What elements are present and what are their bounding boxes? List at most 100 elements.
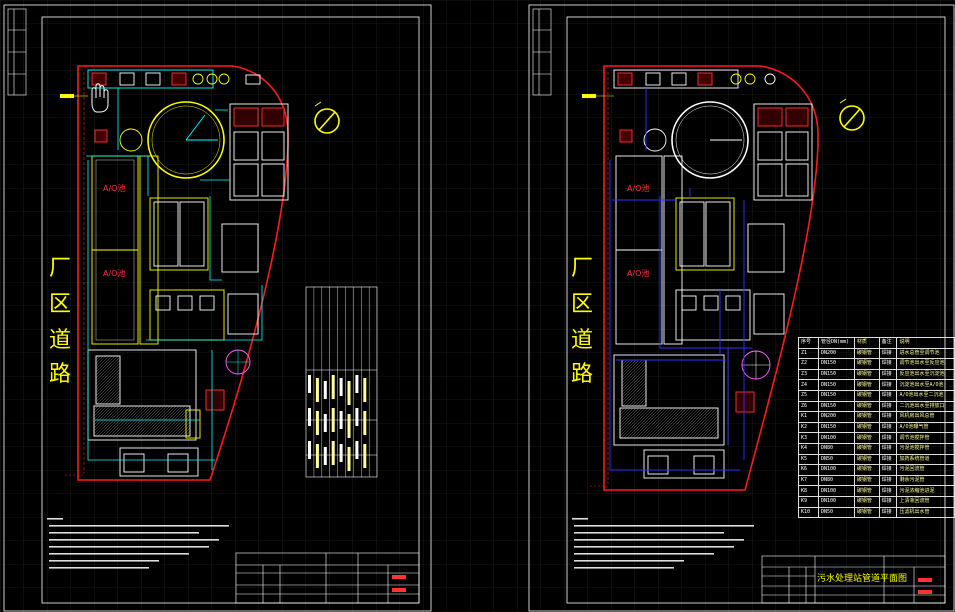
- note-line: [49, 546, 209, 548]
- table-text-glyph: [308, 375, 311, 393]
- table-cell: 加药系统管道: [896, 453, 955, 466]
- table-cell: 碳钢管: [853, 495, 880, 508]
- sheet-1-pipes: [86, 88, 263, 470]
- road-char: 区: [49, 292, 72, 317]
- table-cell: 材质: [853, 337, 880, 349]
- table-cell: 焊接: [878, 442, 898, 455]
- table-cell: 碳钢管: [853, 474, 880, 487]
- table-cell: 进水总管至调节池: [896, 347, 955, 360]
- table-cell: 焊接: [878, 379, 898, 391]
- sheet-1-ao-tank-label: A/O池: [103, 184, 126, 193]
- table-cell: Z5: [797, 389, 820, 402]
- note-line: [574, 525, 754, 527]
- table-text-glyph: [363, 378, 367, 402]
- note-line: [574, 546, 734, 548]
- table-cell: 碳钢管: [853, 453, 880, 466]
- table-cell: K9: [797, 495, 820, 508]
- table-cell: 碳钢管: [853, 347, 880, 360]
- table-cell: K2: [797, 421, 820, 434]
- table-cell: DN200: [818, 347, 855, 360]
- table-text-glyph: [331, 375, 335, 399]
- sheet-1-notes: [47, 518, 229, 569]
- table-cell: DN100: [818, 485, 855, 497]
- note-line: [574, 567, 674, 569]
- table-text-glyph: [339, 444, 343, 462]
- table-cell: 调节池出水至反应池: [896, 358, 955, 370]
- table-cell: Z3: [797, 368, 820, 381]
- table-cell: DN80: [818, 474, 855, 487]
- table-row: 序号管径DN(mm)材质备注说明: [797, 337, 955, 349]
- table-cell: K7: [797, 474, 820, 487]
- sheet-2-ao-tank-label: A/O池: [627, 184, 650, 193]
- table-cell: 碳钢管: [853, 464, 880, 476]
- table-cell: 上清液回流管: [896, 495, 955, 508]
- table-cell: DN150: [818, 421, 855, 434]
- table-text-glyph: [339, 378, 343, 396]
- table-cell: 焊接: [878, 432, 898, 444]
- table-cell: K8: [797, 485, 820, 497]
- table-text-glyph: [339, 411, 343, 429]
- table-text-glyph: [323, 414, 327, 432]
- note-line: [49, 560, 159, 562]
- sheet-2-pipes: [609, 88, 752, 471]
- table-cell: 二沉池出水至排放口: [896, 400, 955, 413]
- table-cell: 焊接: [878, 400, 898, 413]
- table-cell: 碳钢管: [853, 389, 880, 402]
- sheet-2-binding-strip: [532, 8, 552, 96]
- table-cell: 碳钢管: [853, 442, 880, 455]
- table-cell: 碳钢管: [853, 421, 880, 434]
- table-cell: 焊接: [878, 368, 898, 381]
- table-cell: K10: [797, 506, 820, 519]
- road-char: 区: [571, 292, 594, 317]
- note-line: [49, 539, 219, 541]
- note-line: [574, 532, 724, 534]
- table-cell: 备注: [878, 337, 898, 349]
- table-cell: 焊接: [878, 485, 898, 497]
- table-cell: 焊接: [878, 506, 898, 519]
- road-char: 厂: [49, 256, 72, 281]
- sheet-1-rotated-table-rows: [308, 287, 370, 477]
- table-cell: 反应池出水至沉淀池: [896, 368, 955, 381]
- table-cell: Z1: [797, 347, 820, 360]
- table-cell: Z2: [797, 358, 820, 370]
- table-cell: K3: [797, 432, 820, 444]
- road-char: 道: [49, 328, 72, 353]
- note-line: [49, 567, 149, 569]
- table-text-glyph: [355, 441, 359, 459]
- table-text-glyph: [315, 378, 319, 402]
- sheet-1-binding-strip: [7, 8, 27, 96]
- table-cell: 焊接: [878, 389, 898, 402]
- note-line: [47, 518, 63, 520]
- table-text-glyph: [363, 411, 367, 435]
- table-cell: 说明: [896, 337, 955, 349]
- table-cell: 碳钢管: [853, 368, 880, 381]
- table-cell: DN100: [818, 432, 855, 444]
- table-text-glyph: [308, 408, 311, 426]
- table-cell: DN200: [818, 411, 855, 423]
- table-cell: A/O池出水至二沉池: [896, 389, 955, 402]
- table-cell: 碳钢管: [853, 400, 880, 413]
- table-text-glyph: [331, 408, 335, 432]
- north-arrow-icon: [839, 98, 865, 131]
- table-text-glyph: [308, 441, 311, 459]
- sheet-2-title-block: [761, 555, 946, 604]
- table-cell: A/O池曝气管: [896, 421, 955, 434]
- table-cell: DN150: [818, 389, 855, 402]
- sheet-2-inner-frame: [566, 16, 946, 604]
- table-cell: 污泥回流管: [896, 464, 955, 476]
- table-cell: 碳钢管: [853, 411, 880, 423]
- table-cell: 序号: [797, 337, 820, 349]
